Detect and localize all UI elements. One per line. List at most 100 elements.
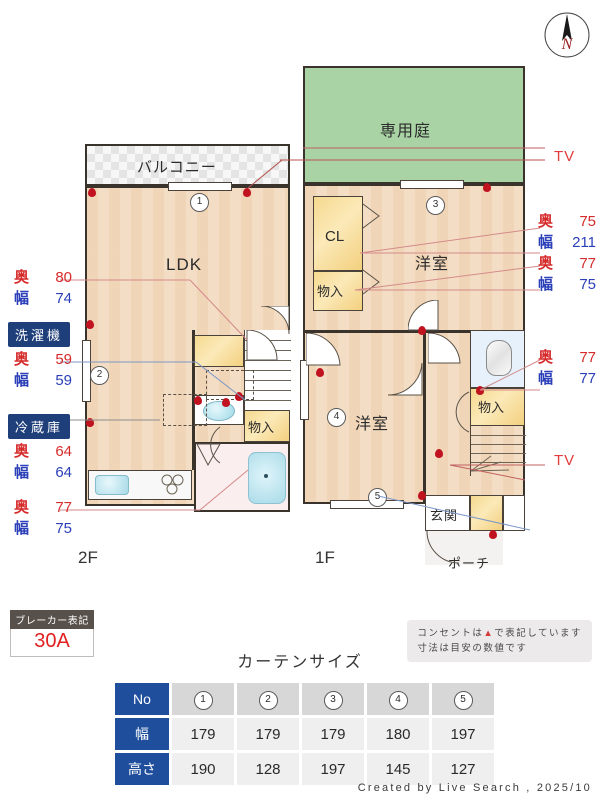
width-value: 64: [55, 464, 72, 481]
bathtub-icon: [248, 452, 286, 504]
outlet-symbol-icon: ▲: [483, 628, 495, 639]
appliance-label-washer: 洗濯機: [8, 322, 71, 347]
table-cell-width: 179: [172, 718, 234, 750]
width-label: 幅: [538, 370, 554, 387]
closet-cl: [313, 196, 363, 271]
depth-value: 75: [579, 213, 596, 230]
legend-note-line1-pre: コンセントは: [417, 628, 484, 639]
dimension-right-2: 奥 77 幅 75: [538, 252, 596, 294]
depth-label: 奥: [538, 213, 554, 230]
outlet-marker: [235, 392, 243, 401]
storage-north: [313, 271, 363, 311]
width-label: 幅: [538, 276, 554, 293]
depth-value: 77: [579, 349, 596, 366]
window-1f-west-south: [300, 360, 309, 420]
table-cell-no: 2: [237, 683, 299, 715]
breaker-title: ブレーカー表記: [10, 610, 94, 629]
appliance-space-upper: [206, 370, 254, 400]
legend-note-line1-post: で表記しています: [494, 628, 582, 639]
width-label: 幅: [14, 372, 30, 389]
depth-value: 64: [55, 443, 72, 460]
bathtub-drain-icon: [264, 474, 268, 478]
entrance-shoebox: [470, 495, 503, 531]
wall-divider-1f-hall: [423, 330, 426, 504]
door-swing-2f-bath: [196, 443, 221, 467]
table-cell-no: 5: [432, 683, 494, 715]
depth-value: 59: [55, 351, 72, 368]
depth-label: 奥: [14, 269, 30, 286]
door-swing-1f-west: [306, 333, 341, 366]
breaker-value: 30A: [10, 629, 94, 657]
legend-note-line2: 寸法は目安の数値です: [417, 643, 528, 655]
ldk-storage: [194, 335, 244, 367]
curtain-number: 4: [388, 690, 408, 710]
depth-value: 80: [55, 269, 72, 286]
window-number-1: 1: [190, 193, 209, 212]
closet-cl-label: CL: [325, 228, 345, 245]
entrance-door-swing: [426, 531, 460, 564]
window-2f-balcony: [168, 182, 232, 191]
depth-label: 奥: [14, 351, 30, 368]
row-header-no: No: [115, 683, 169, 715]
leader-lines: [60, 147, 545, 531]
width-value: 75: [55, 520, 72, 537]
depth-label: 奥: [538, 255, 554, 272]
door-swing-1f-north-room: [408, 300, 439, 331]
garden-label: 専用庭: [380, 123, 432, 140]
outlet-marker: [194, 396, 202, 405]
window-number-2: 2: [90, 366, 109, 385]
table-cell-height: 128: [237, 753, 299, 785]
curtain-size-table: No 1 2 3 4 5 幅 179 179 179 180 197 高さ 19…: [112, 680, 497, 788]
door-swing-2f-wash: [210, 426, 221, 464]
outlet-marker: [222, 398, 230, 407]
tv-label-top: TV: [554, 148, 576, 165]
table-cell-width: 180: [367, 718, 429, 750]
table-row-width: 幅 179 179 179 180 197: [115, 718, 494, 750]
outlet-marker: [418, 326, 426, 335]
table-cell-height: 145: [367, 753, 429, 785]
storage-2f-lower-label: 物入: [248, 420, 275, 435]
table-cell-height: 127: [432, 753, 494, 785]
breaker-box: ブレーカー表記 30A: [10, 610, 94, 657]
curtain-number: 3: [323, 690, 343, 710]
porch-label: ポーチ: [448, 556, 491, 571]
room-north-label: 洋室: [415, 256, 450, 273]
appliance-space-lower: [163, 394, 207, 426]
table-cell-width: 197: [432, 718, 494, 750]
entrance-area: [425, 495, 470, 531]
depth-value: 77: [579, 255, 596, 272]
curtain-number: 5: [453, 690, 473, 710]
table-row-height: 高さ 190 128 197 145 127: [115, 753, 494, 785]
entrance-side-cell: [503, 495, 525, 531]
width-value: 75: [579, 276, 596, 293]
wall-divider-2f-vertical: [192, 330, 195, 470]
width-label: 幅: [14, 520, 30, 537]
row-header-height: 高さ: [115, 753, 169, 785]
outlet-marker: [483, 183, 491, 192]
width-label: 幅: [538, 234, 554, 251]
outlet-marker: [418, 491, 426, 500]
kitchen-sink-icon: [95, 475, 129, 495]
table-cell-no: 4: [367, 683, 429, 715]
table-cell-height: 197: [302, 753, 364, 785]
room-south-label: 洋室: [355, 416, 390, 433]
outlet-marker: [435, 449, 443, 458]
row-header-width: 幅: [115, 718, 169, 750]
table-cell-height: 190: [172, 753, 234, 785]
window-1f-north: [400, 180, 464, 189]
door-swing-2f-ldk: [260, 306, 290, 335]
garden-area: [303, 66, 525, 184]
width-label: 幅: [14, 290, 30, 307]
table-cell-no: 3: [302, 683, 364, 715]
tv-label-bottom: TV: [554, 452, 576, 469]
storage-north-label: 物入: [317, 284, 344, 299]
compass-rose: N: [538, 8, 596, 66]
svg-text:N: N: [561, 36, 574, 53]
table-cell-no: 1: [172, 683, 234, 715]
table-cell-width: 179: [237, 718, 299, 750]
